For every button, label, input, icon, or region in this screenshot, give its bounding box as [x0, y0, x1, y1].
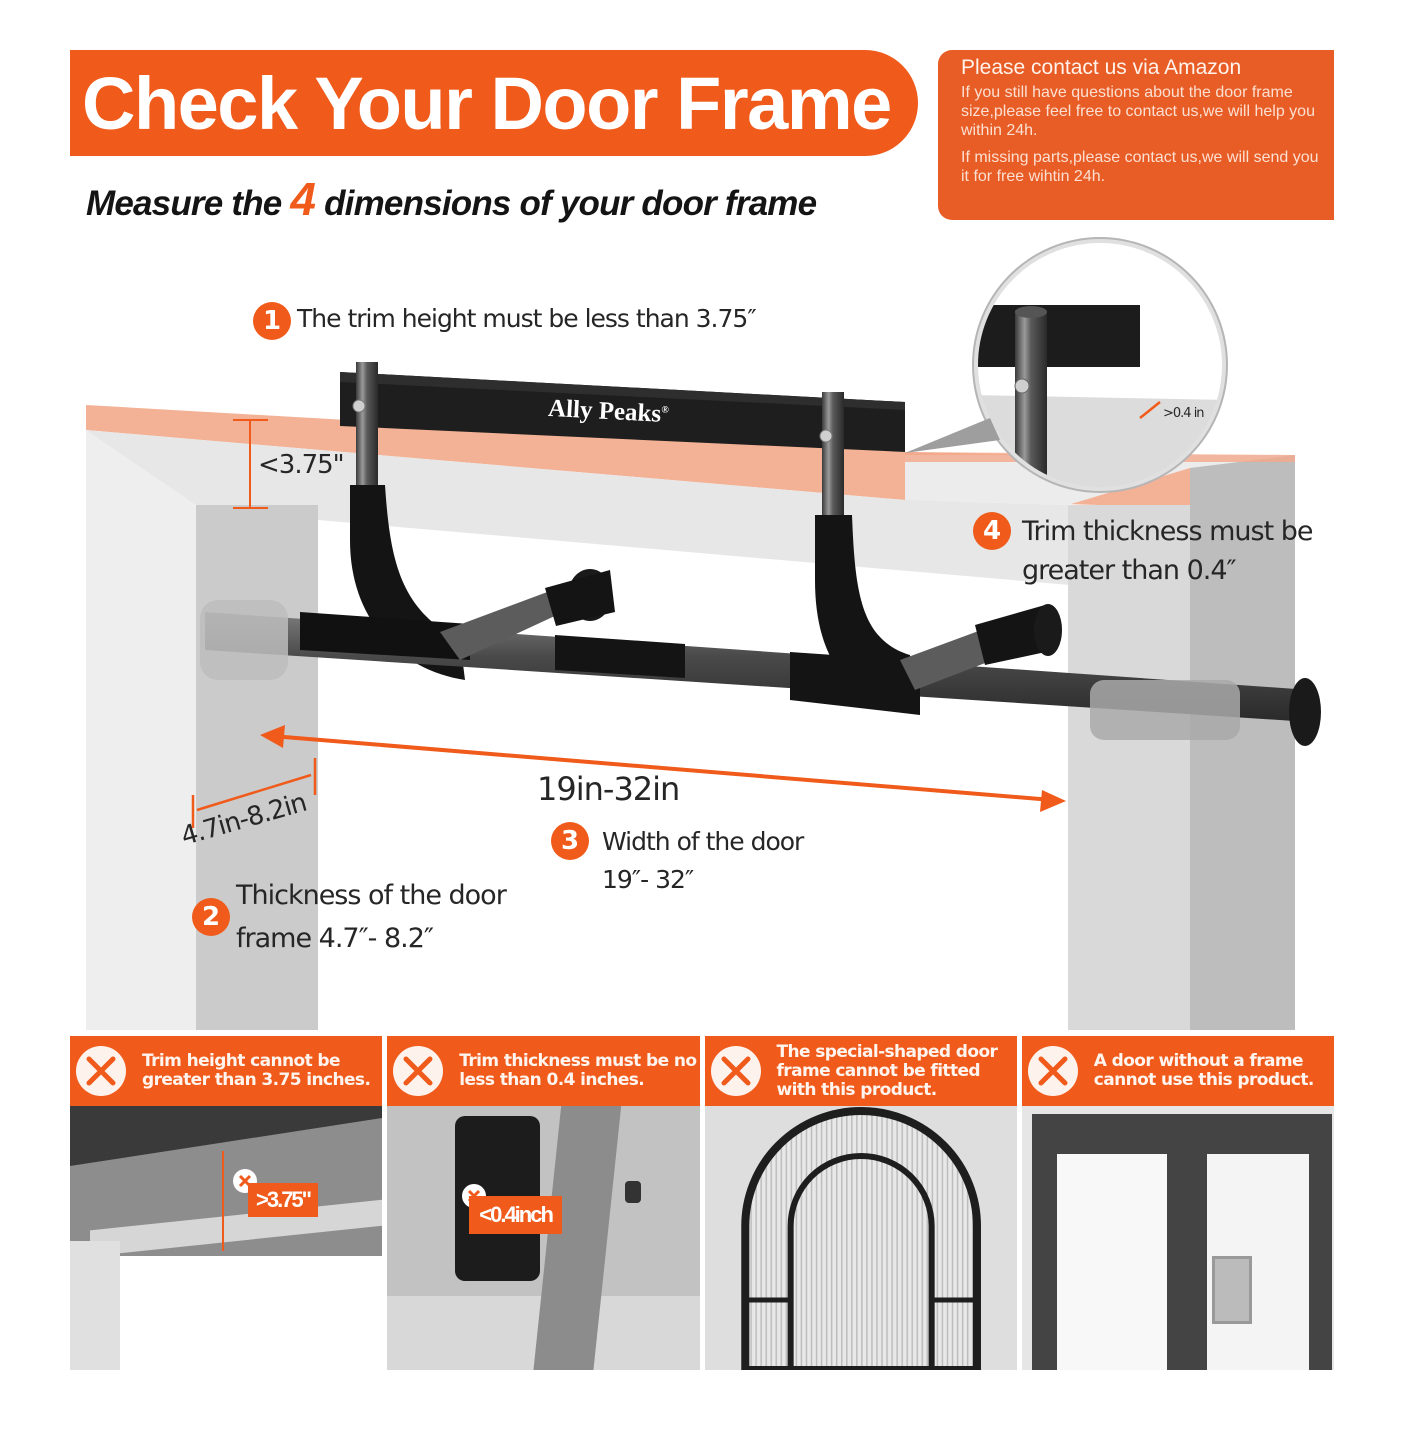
- step-1-text: The trim height must be less than 3.75″: [297, 304, 757, 333]
- subtitle-number: 4: [290, 173, 316, 225]
- trim-height-label: <3.75": [258, 450, 345, 480]
- step-2-badge: 2: [192, 898, 230, 936]
- x-icon: [393, 1046, 444, 1096]
- warning-text: Trim height cannot be greater than 3.75 …: [142, 1051, 371, 1090]
- warning-header: Trim thickness must be no less than 0.4 …: [387, 1036, 700, 1106]
- x-icon: [1027, 1046, 1078, 1096]
- step-3-line1: Width of the door: [602, 827, 804, 856]
- pullup-bar: [200, 362, 1321, 746]
- warning-header: Trim height cannot be greater than 3.75 …: [70, 1036, 383, 1106]
- trim-thickness-magnifier: [905, 237, 1228, 493]
- warning-header: The special-shaped door frame cannot be …: [704, 1036, 1017, 1106]
- door-frame-illustration: [86, 237, 1321, 1030]
- warning-special-shaped-frame: The special-shaped door frame cannot be …: [704, 1036, 1017, 1370]
- arched-door-icon: [740, 1107, 981, 1370]
- trim-height-marker: [233, 419, 268, 509]
- trim-height-photo: >3.75": [70, 1106, 383, 1370]
- warning-text: Trim thickness must be no less than 0.4 …: [459, 1051, 697, 1090]
- warning-callout: <0.4inch: [469, 1196, 562, 1234]
- arched-door-photo: [704, 1106, 1017, 1370]
- step-2-line2: frame 4.7″- 8.2″: [236, 923, 434, 954]
- step-3-line2: 19″- 32″: [602, 865, 694, 894]
- subtitle-prefix: Measure the: [86, 184, 291, 223]
- warning-frameless-door: A door without a frame cannot use this p…: [1021, 1036, 1334, 1370]
- warning-text: The special-shaped door frame cannot be …: [776, 1041, 998, 1100]
- step-4-line2: greater than 0.4″: [1022, 555, 1237, 586]
- door-width-arrow: [260, 725, 1066, 812]
- page-title: Check Your Door Frame: [82, 61, 892, 145]
- step-4-badge: 4: [973, 512, 1011, 550]
- contact-paragraph-questions: If you still have questions about the do…: [961, 84, 1315, 139]
- x-icon: [76, 1046, 126, 1096]
- subtitle-suffix: dimensions of your door frame: [315, 184, 817, 223]
- warning-callout: >3.75": [248, 1183, 319, 1217]
- subtitle: Measure the 4 dimensions of your door fr…: [86, 172, 817, 226]
- brand-name: Ally Peaks: [547, 394, 662, 428]
- warning-trim-thickness: Trim thickness must be no less than 0.4 …: [387, 1036, 700, 1370]
- step-2-line1: Thickness of the door: [236, 880, 507, 911]
- step-1-badge: 1: [253, 302, 291, 340]
- x-icon: [710, 1046, 761, 1096]
- trim-thickness-label: >0.4 in: [1163, 406, 1205, 421]
- contact-title: Please contact us via Amazon: [961, 56, 1242, 79]
- warning-header: A door without a frame cannot use this p…: [1021, 1036, 1334, 1106]
- frameless-door-photo: [1021, 1106, 1334, 1370]
- contact-paragraph-missing-parts: If missing parts,please contact us,we wi…: [961, 149, 1319, 185]
- brand-mark: ®: [661, 404, 670, 416]
- contact-box: Please contact us via Amazon If you stil…: [938, 50, 1334, 220]
- door-width-label: 19in-32in: [537, 770, 680, 808]
- frame-thickness-marker: [191, 758, 317, 828]
- warning-text: A door without a frame cannot use this p…: [1093, 1051, 1315, 1090]
- warning-panels: Trim height cannot be greater than 3.75 …: [70, 1036, 1334, 1370]
- step-3-badge: 3: [551, 822, 589, 860]
- title-banner: Check Your Door Frame: [70, 50, 918, 156]
- step-4-line1: Trim thickness must be: [1022, 516, 1314, 547]
- trim-thickness-photo: <0.4inch: [387, 1106, 700, 1370]
- warning-trim-height: Trim height cannot be greater than 3.75 …: [70, 1036, 383, 1370]
